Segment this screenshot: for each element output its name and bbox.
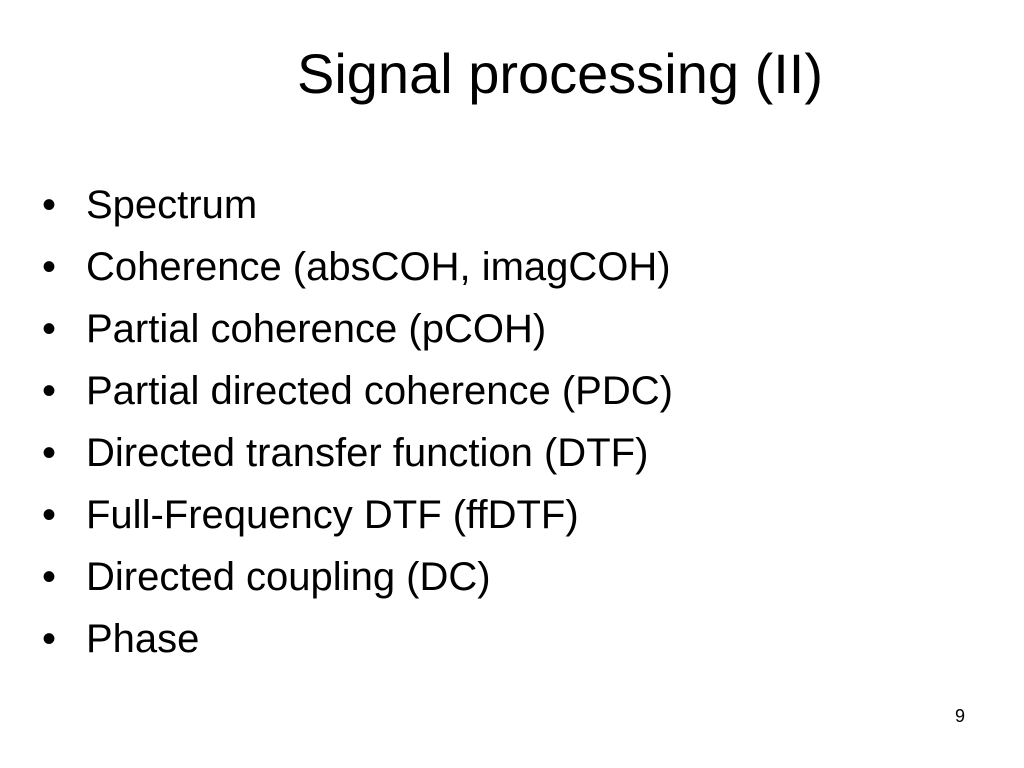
- bullet-dot-icon: •: [42, 555, 57, 599]
- bullet-text: Full-Frequency DTF (ffDTF): [86, 493, 579, 537]
- bullet-dot-icon: •: [42, 183, 57, 227]
- bullet-item-full-frequency-dtf: • Full-Frequency DTF (ffDTF): [42, 484, 982, 546]
- bullet-text: Phase: [86, 617, 200, 661]
- bullet-item-phase: • Phase: [42, 608, 982, 670]
- bullet-dot-icon: •: [42, 431, 57, 475]
- bullet-text: Directed transfer function (DTF): [86, 431, 649, 475]
- bullet-text: Spectrum: [86, 183, 258, 227]
- bullet-text: Directed coupling (DC): [86, 555, 491, 599]
- bullet-dot-icon: •: [42, 493, 57, 537]
- bullet-dot-icon: •: [42, 307, 57, 351]
- page-number: 9: [954, 706, 965, 726]
- bullet-item-spectrum: • Spectrum: [42, 174, 982, 236]
- bullet-dot-icon: •: [42, 369, 57, 413]
- bullet-text: Partial directed coherence (PDC): [86, 369, 673, 413]
- bullet-text: Partial coherence (pCOH): [86, 307, 547, 351]
- bullet-item-partial-directed-coherence: • Partial directed coherence (PDC): [42, 360, 982, 422]
- bullet-text: Coherence (absCOH, imagCOH): [86, 245, 671, 289]
- slide-title: Signal processing (II): [296, 42, 823, 105]
- bullet-item-directed-transfer-function: • Directed transfer function (DTF): [42, 422, 982, 484]
- bullet-list: • Spectrum • Coherence (absCOH, imagCOH)…: [42, 174, 982, 670]
- bullet-dot-icon: •: [42, 617, 57, 661]
- bullet-dot-icon: •: [42, 245, 57, 289]
- bullet-item-coherence: • Coherence (absCOH, imagCOH): [42, 236, 982, 298]
- bullet-item-partial-coherence: • Partial coherence (pCOH): [42, 298, 982, 360]
- bullet-item-directed-coupling: • Directed coupling (DC): [42, 546, 982, 608]
